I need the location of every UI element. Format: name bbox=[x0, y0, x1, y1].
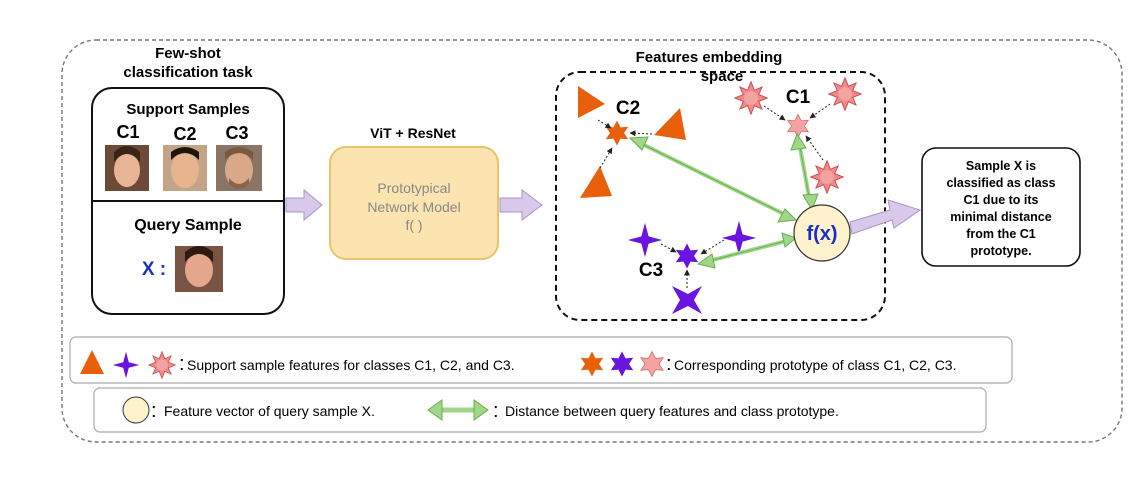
cluster-c2-label: C2 bbox=[616, 98, 640, 119]
c2-prototype-star bbox=[605, 120, 629, 146]
result-line-5: from the C1 bbox=[966, 227, 1036, 241]
outer-frame bbox=[61, 39, 1123, 443]
cluster-c1-label: C1 bbox=[786, 87, 811, 108]
distance-arrow-to-c3 bbox=[696, 232, 798, 269]
face-c1-image bbox=[105, 145, 149, 191]
c2-support-triangle-2 bbox=[654, 108, 686, 140]
c1-prototype-star bbox=[787, 113, 809, 139]
space-title-line1: Features embedding bbox=[636, 49, 783, 66]
legend-query-circle-icon bbox=[122, 396, 150, 424]
embedding-space-box bbox=[555, 71, 886, 321]
query-sample-title: Query Sample bbox=[134, 217, 242, 234]
result-line-2: classified as class bbox=[946, 176, 1055, 190]
support-class-c3: C3 bbox=[225, 123, 248, 143]
cluster-c3-label: C3 bbox=[639, 260, 663, 281]
c2-support-triangle-1 bbox=[578, 86, 605, 118]
c1-support-burst-3 bbox=[810, 160, 844, 194]
face-c2-image bbox=[163, 145, 207, 191]
task-title-line2: classification task bbox=[123, 64, 253, 81]
c3-prototype-star bbox=[675, 243, 699, 269]
legend-colon-1: : bbox=[179, 353, 185, 375]
query-feature-circle bbox=[793, 204, 851, 262]
distance-arrow-to-c2 bbox=[628, 136, 798, 223]
legend-burst-icon bbox=[148, 351, 176, 379]
result-box bbox=[921, 147, 1081, 267]
legend-box-1 bbox=[69, 336, 1013, 384]
c1-support-burst-2 bbox=[828, 77, 862, 111]
query-label: X : bbox=[142, 259, 166, 280]
distance-arrow-to-c1 bbox=[790, 132, 819, 212]
legend-prototype-text: Corresponding prototype of class C1, C2,… bbox=[674, 357, 956, 373]
arrow-space-to-result bbox=[849, 199, 922, 235]
legend-colon-4: : bbox=[493, 400, 499, 422]
c2-support-triangle-3 bbox=[580, 166, 612, 198]
model-line2: Network Model bbox=[367, 199, 460, 215]
support-class-c2: C2 bbox=[173, 124, 196, 144]
legend-distance-arrow-icon bbox=[427, 399, 489, 421]
model-line1: Prototypical bbox=[377, 180, 450, 196]
support-class-c1: C1 bbox=[116, 122, 139, 142]
support-samples-title: Support Samples bbox=[126, 101, 249, 118]
legend-support-text: Support sample features for classes C1, … bbox=[187, 357, 515, 373]
legend-colon-3: : bbox=[151, 400, 157, 422]
result-line-4: minimal distance bbox=[950, 210, 1051, 224]
arrow-task-to-model bbox=[285, 188, 323, 222]
c1-support-burst-1 bbox=[734, 81, 768, 115]
c3-support-star-1 bbox=[627, 222, 663, 258]
legend-box-2 bbox=[93, 387, 987, 433]
model-header: ViT + ResNet bbox=[370, 125, 456, 141]
arrow-model-to-space bbox=[499, 189, 543, 221]
legend-distance-text: Distance between query features and clas… bbox=[505, 403, 839, 419]
task-title-line1: Few-shot bbox=[155, 45, 221, 62]
legend-query-text: Feature vector of query sample X. bbox=[164, 403, 375, 419]
space-title-line2: space bbox=[701, 68, 744, 85]
result-line-1: Sample X is bbox=[966, 159, 1036, 173]
legend-colon-2: : bbox=[666, 353, 672, 375]
c3-support-cross bbox=[672, 286, 702, 314]
face-query-image bbox=[175, 246, 223, 292]
model-box bbox=[329, 146, 499, 260]
face-c3-image bbox=[216, 145, 262, 191]
legend-triangle-icon bbox=[80, 350, 104, 374]
model-line3: f( ) bbox=[405, 217, 422, 233]
result-line-6: prototype. bbox=[970, 244, 1031, 258]
query-feature-label: f(x) bbox=[806, 223, 837, 245]
result-line-3: C1 due to its bbox=[963, 193, 1038, 207]
